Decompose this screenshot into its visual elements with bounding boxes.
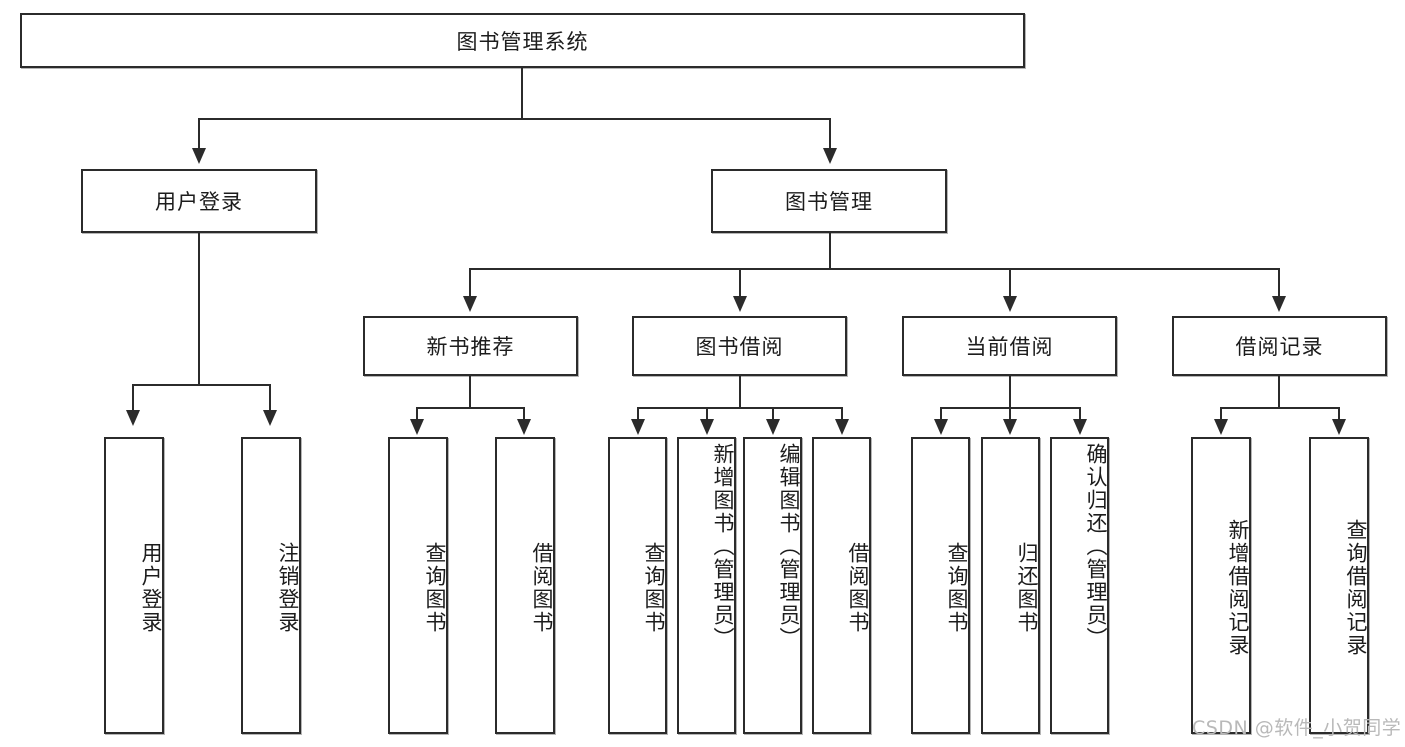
connector-new-book-stem <box>469 376 471 408</box>
node-current-borrow[interactable]: 当前借阅 <box>902 316 1117 376</box>
node-label: 借阅记录 <box>1235 335 1324 359</box>
node-label: 注销登录 <box>276 541 300 634</box>
node-label: 新书推荐 <box>426 335 515 359</box>
node-label: 当前借阅 <box>965 335 1054 359</box>
connector-root-drop-user-login <box>198 118 200 150</box>
arrowhead-book-management <box>823 148 837 164</box>
connector-borrow-record-drop-2 <box>1338 407 1340 421</box>
node-label: 用户登录 <box>139 541 163 634</box>
connector-borrow-record-drop-1 <box>1220 407 1222 421</box>
leaf-user-login[interactable]: 用户登录 <box>104 437 164 734</box>
node-label: 借阅图书 <box>530 541 554 634</box>
node-borrow-record[interactable]: 借阅记录 <box>1172 316 1387 376</box>
arrowhead-new-book-recommend <box>463 296 477 312</box>
connector-new-book-drop-1 <box>416 407 418 421</box>
arrowhead-leaf-borrow-book-1 <box>517 419 531 435</box>
connector-root-stem <box>521 68 523 119</box>
connector-borrow-record-bus <box>1220 407 1339 409</box>
arrowhead-user-login <box>192 148 206 164</box>
leaf-add-borrow-record[interactable]: 新增借阅记录 <box>1191 437 1251 734</box>
connector-book-borrow-drop-1 <box>637 407 639 421</box>
node-book-management[interactable]: 图书管理 <box>711 169 947 233</box>
arrowhead-leaf-query-book-2 <box>631 419 645 435</box>
arrowhead-current-borrow <box>1003 296 1017 312</box>
node-label: 查询图书 <box>423 541 447 634</box>
leaf-borrow-book-borrow[interactable]: 借阅图书 <box>812 437 871 734</box>
leaf-return-book[interactable]: 归还图书 <box>981 437 1040 734</box>
leaf-add-book[interactable]: 新增图书（管理员） <box>677 437 736 734</box>
connector-root-bus <box>198 118 830 120</box>
connector-new-book-bus <box>416 407 524 409</box>
connector-book-borrow-drop-3 <box>772 407 774 421</box>
connector-current-borrow-stem <box>1009 376 1011 408</box>
leaf-query-book-recommend[interactable]: 查询图书 <box>388 437 448 734</box>
connector-current-borrow-drop-1 <box>940 407 942 421</box>
node-label: 查询图书 <box>642 541 666 634</box>
node-label: 借阅图书 <box>846 541 870 634</box>
connector-user-login-bus <box>132 384 270 386</box>
arrowhead-leaf-add-book <box>700 419 714 435</box>
node-label: 查询图书 <box>945 541 969 634</box>
connector-l3-drop-new-book-recommend <box>469 268 471 298</box>
connector-current-borrow-drop-3 <box>1079 407 1081 421</box>
node-label: 图书管理系统 <box>456 29 589 54</box>
connector-l3-drop-book-borrow <box>739 268 741 298</box>
connector-book-management-stem <box>829 233 831 269</box>
connector-book-borrow-stem <box>739 376 741 408</box>
node-label: 新增借阅记录 <box>1226 518 1250 657</box>
connector-borrow-record-stem <box>1278 376 1280 408</box>
node-label: 图书借阅 <box>695 335 784 359</box>
arrowhead-leaf-borrow-book-2 <box>835 419 849 435</box>
leaf-edit-book[interactable]: 编辑图书（管理员） <box>743 437 802 734</box>
leaf-logout-login[interactable]: 注销登录 <box>241 437 301 734</box>
leaf-query-book-borrow[interactable]: 查询图书 <box>608 437 667 734</box>
node-root-system[interactable]: 图书管理系统 <box>20 13 1025 68</box>
connector-user-login-stem <box>198 233 200 385</box>
connector-l3-drop-current-borrow <box>1009 268 1011 298</box>
connector-book-management-bus <box>469 268 1279 270</box>
node-label: 图书管理 <box>785 190 873 214</box>
node-label: 用户登录 <box>155 190 243 214</box>
node-label: 编辑图书（管理员） <box>777 443 801 650</box>
arrowhead-leaf-query-record <box>1332 419 1346 435</box>
connector-book-borrow-bus <box>637 407 842 409</box>
connector-book-borrow-drop-2 <box>706 407 708 421</box>
arrowhead-borrow-record <box>1272 296 1286 312</box>
leaf-query-book-current[interactable]: 查询图书 <box>911 437 970 734</box>
csdn-watermark: CSDN @软件_小贺同学 <box>1192 717 1402 739</box>
node-label: 查询借阅记录 <box>1344 518 1368 657</box>
arrowhead-leaf-query-book-1 <box>410 419 424 435</box>
connector-book-borrow-drop-4 <box>841 407 843 421</box>
connector-current-borrow-drop-2 <box>1009 407 1011 421</box>
node-new-book-recommend[interactable]: 新书推荐 <box>363 316 578 376</box>
leaf-borrow-book-recommend[interactable]: 借阅图书 <box>495 437 555 734</box>
arrowhead-leaf-query-book-3 <box>934 419 948 435</box>
arrowhead-leaf-logout-login <box>263 410 277 426</box>
arrowhead-leaf-user-login <box>126 410 140 426</box>
arrowhead-book-borrow <box>733 296 747 312</box>
leaf-query-borrow-record[interactable]: 查询借阅记录 <box>1309 437 1369 734</box>
node-label: 确认归还（管理员） <box>1084 443 1108 650</box>
leaf-confirm-return[interactable]: 确认归还（管理员） <box>1050 437 1109 734</box>
arrowhead-leaf-confirm-return <box>1073 419 1087 435</box>
node-user-login[interactable]: 用户登录 <box>81 169 317 233</box>
arrowhead-leaf-add-record <box>1214 419 1228 435</box>
node-book-borrow[interactable]: 图书借阅 <box>632 316 847 376</box>
connector-l3-drop-borrow-record <box>1278 268 1280 298</box>
connector-user-login-drop-2 <box>269 384 271 412</box>
connector-new-book-drop-2 <box>523 407 525 421</box>
connector-user-login-drop-1 <box>132 384 134 412</box>
node-label: 归还图书 <box>1015 541 1039 634</box>
arrowhead-leaf-edit-book <box>766 419 780 435</box>
node-label: 新增图书（管理员） <box>711 443 735 650</box>
arrowhead-leaf-return-book <box>1003 419 1017 435</box>
connector-root-drop-book-management <box>829 118 831 150</box>
